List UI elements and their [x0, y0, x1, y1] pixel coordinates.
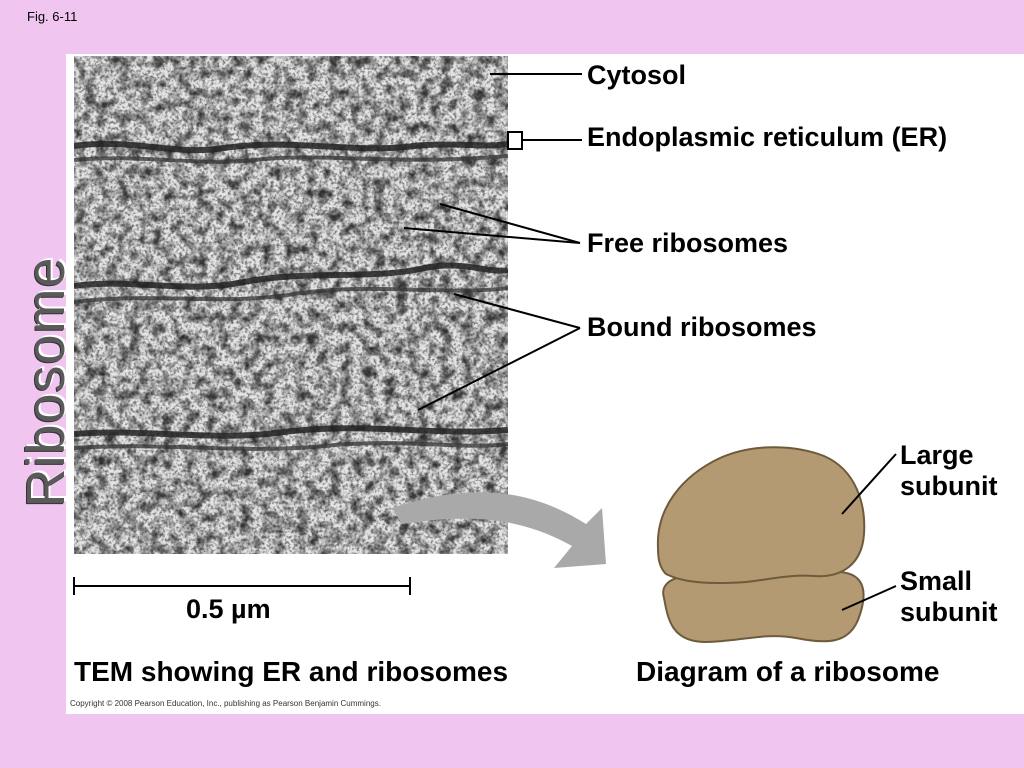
scale-bar — [73, 577, 411, 595]
tem-micrograph — [74, 56, 508, 554]
er-membrane — [74, 425, 508, 439]
label-free-ribosomes: Free ribosomes — [587, 228, 789, 258]
label-large-subunit: Large subunit — [900, 440, 997, 502]
er-membrane — [74, 441, 508, 451]
label-large-line2: subunit — [900, 471, 998, 501]
small-subunit-pointer — [841, 585, 897, 611]
scale-bar-label: 0.5 µm — [186, 594, 271, 624]
figure-label: Fig. 6-11 — [27, 9, 78, 24]
large-subunit-shape — [656, 446, 866, 585]
er-membrane — [74, 154, 508, 164]
er-membrane — [74, 262, 508, 290]
er-membrane — [74, 286, 508, 304]
label-small-subunit: Small subunit — [900, 566, 997, 628]
caption-diagram: Diagram of a ribosome — [636, 656, 940, 687]
label-small-line1: Small — [900, 566, 973, 596]
er-membrane — [74, 140, 508, 154]
label-large-line1: Large — [900, 440, 974, 470]
small-subunit-shape — [662, 570, 865, 644]
label-cytosol: Cytosol — [587, 60, 687, 90]
label-er: Endoplasmic reticulum (ER) — [587, 122, 948, 152]
large-subunit-pointer — [841, 453, 897, 515]
label-small-line2: subunit — [900, 597, 998, 627]
label-bound-ribosomes: Bound ribosomes — [587, 312, 817, 342]
ribosome-diagram — [656, 446, 866, 644]
caption-tem: TEM showing ER and ribosomes — [74, 656, 509, 687]
copyright-notice: Copyright © 2008 Pearson Education, Inc.… — [70, 699, 381, 708]
figure-panel: Cytosol Endoplasmic reticulum (ER) Free … — [66, 54, 1024, 714]
er-bracket — [507, 131, 523, 150]
